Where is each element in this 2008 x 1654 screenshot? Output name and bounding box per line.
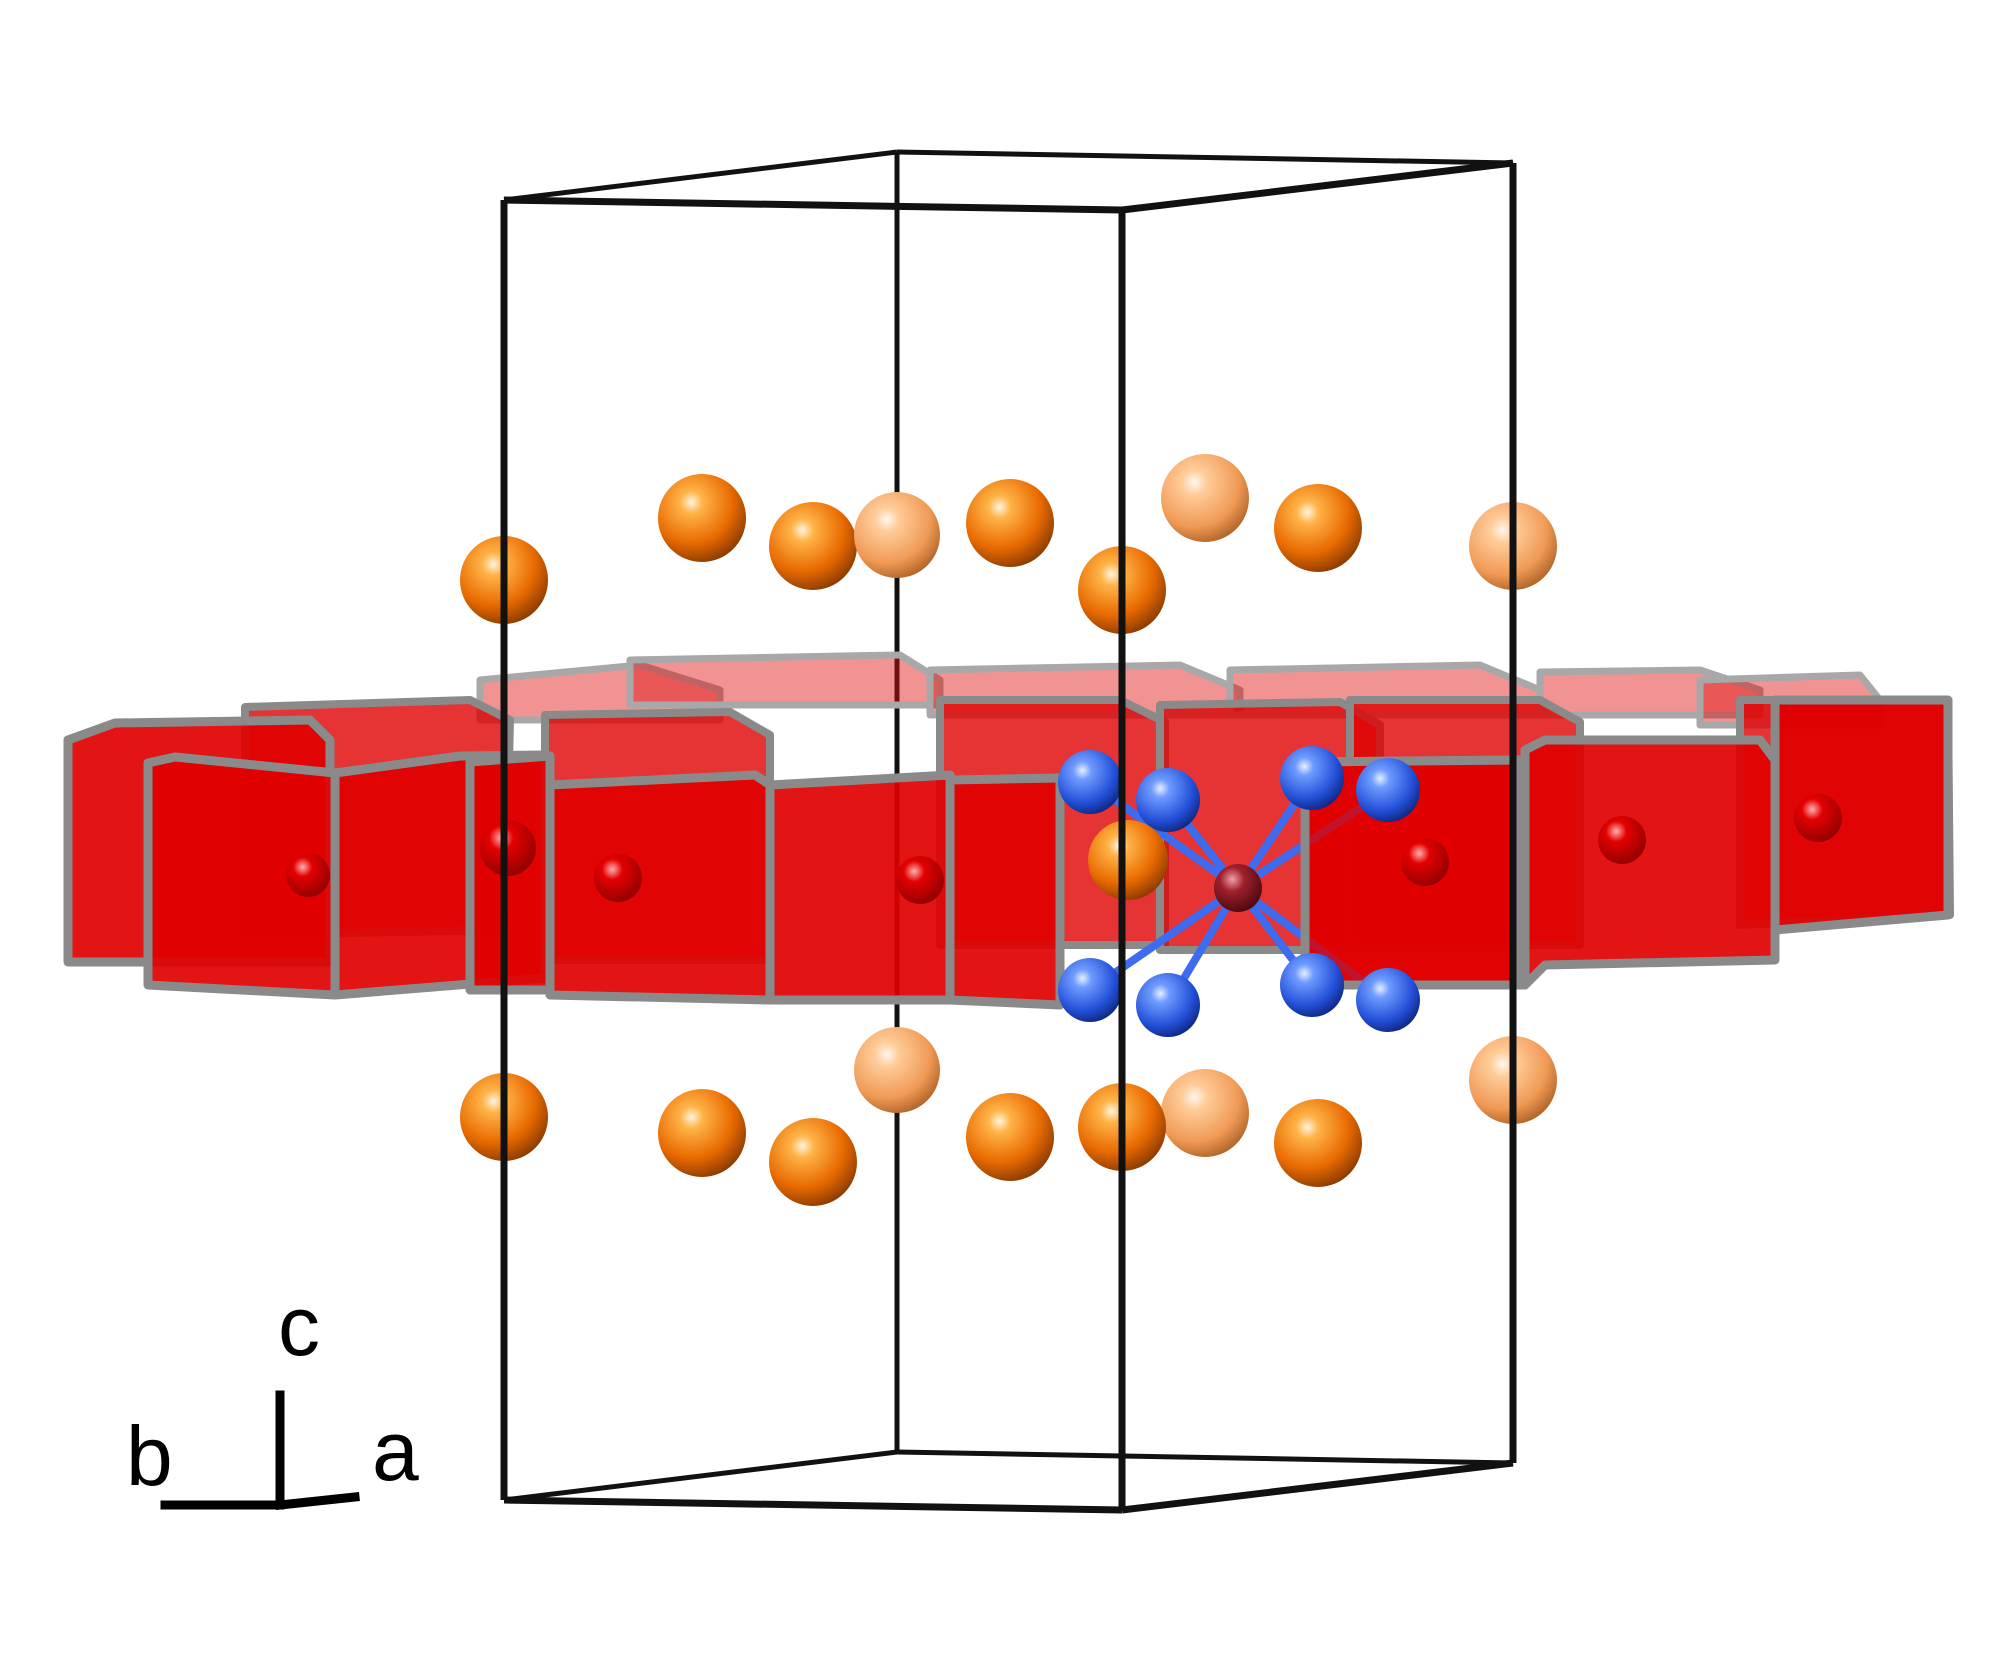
a-axis-line <box>275 1492 360 1510</box>
orange-atom <box>966 479 1054 567</box>
polyhedron <box>945 773 1065 1010</box>
b-axis-label: b <box>126 1409 173 1503</box>
orange-atom <box>658 1089 746 1177</box>
blue-atom <box>1280 953 1344 1017</box>
lower-atom-layer <box>460 1027 1557 1206</box>
orange-atom <box>1161 454 1249 542</box>
red-atom <box>1401 838 1449 886</box>
orange-atom <box>1274 484 1362 572</box>
blue-atom <box>1356 758 1420 822</box>
orange-atom <box>769 502 857 590</box>
c-axis-label: c <box>278 1279 320 1373</box>
polyhedron <box>626 651 944 709</box>
unit-cell-front-edges <box>500 159 1517 1514</box>
orange-atom <box>854 1027 940 1113</box>
red-atom <box>480 820 536 876</box>
polyhedron <box>1520 735 1780 990</box>
cell-edge <box>503 1449 898 1503</box>
cell-edge <box>503 196 1123 214</box>
axis-indicator <box>160 1390 360 1510</box>
cell-edge <box>1121 1459 1514 1514</box>
polyhedron <box>1770 695 1953 935</box>
orange-atom <box>1274 1099 1362 1187</box>
red-atom <box>1598 816 1646 864</box>
orange-atom <box>769 1118 857 1206</box>
central-atom <box>1214 864 1262 912</box>
a-axis-label: a <box>372 1404 419 1498</box>
cell-edge <box>896 149 1514 166</box>
blue-atom <box>1280 746 1344 810</box>
blue-atom <box>1356 968 1420 1032</box>
upper-atom-layer <box>460 454 1557 634</box>
red-atom <box>896 856 944 904</box>
blue-atom <box>1058 958 1122 1022</box>
red-atom <box>1794 794 1842 842</box>
central-atoms <box>1058 746 1420 1037</box>
cell-edge <box>503 149 898 203</box>
cell-edge <box>503 1496 1123 1514</box>
blue-atom <box>1058 750 1122 814</box>
cell-edge <box>1121 159 1514 214</box>
red-atom <box>594 854 642 902</box>
orange-atom <box>1161 1069 1249 1157</box>
blue-atom <box>1136 973 1200 1037</box>
blue-atom <box>1136 768 1200 832</box>
orange-atom <box>854 492 940 578</box>
red-atom <box>286 853 330 897</box>
polyhedron <box>545 770 775 1005</box>
orange-atom <box>1088 820 1168 900</box>
orange-atom <box>658 474 746 562</box>
cell-edge <box>896 1449 1514 1466</box>
orange-atom <box>966 1093 1054 1181</box>
